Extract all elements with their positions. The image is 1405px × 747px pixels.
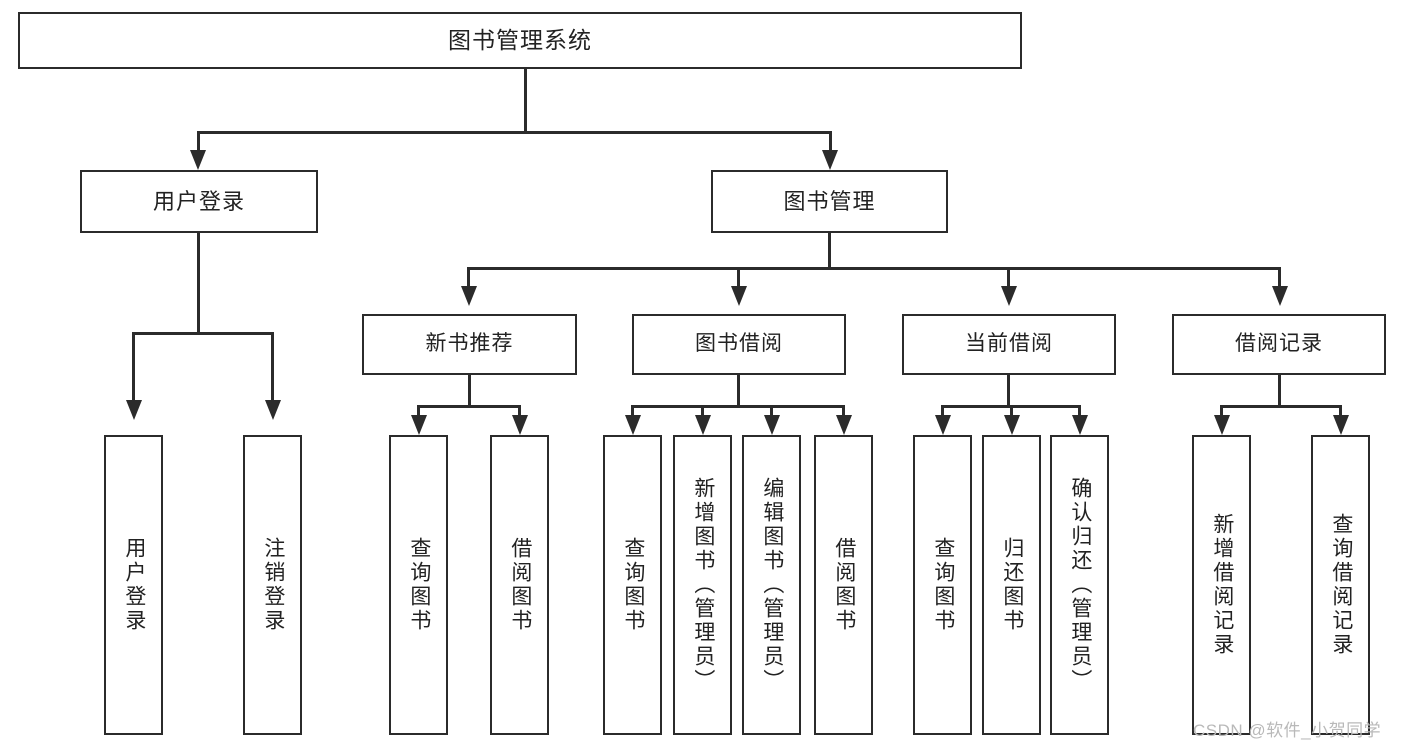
connector-borrow-record-stem [1278,375,1281,408]
connector-current-borrow-to-leaf-2 [1010,405,1013,421]
arrowhead-book-mgmt-new-book [461,286,477,306]
connector-book-mgmt-to-new-book [467,267,470,291]
connector-new-book-to-leaf-2 [518,405,521,421]
leaf-label: 注销登录 [261,537,285,633]
node-root-system[interactable]: 图书管理系统 [18,12,1022,69]
node-borrow-record[interactable]: 借阅记录 [1172,314,1386,375]
leaf-user-login-logout[interactable]: 注销登录 [243,435,302,735]
connector-book-mgmt-stem [828,233,831,270]
leaf-current-borrow-return[interactable]: 归还图书 [982,435,1041,735]
leaf-new-book-query[interactable]: 查询图书 [389,435,448,735]
connector-book-borrow-to-leaf-1 [631,405,634,421]
arrowhead-book-mgmt-current [1001,286,1017,306]
connector-root-to-user-login [197,131,200,156]
connector-book-borrow-stem [737,375,740,408]
connector-new-book-to-leaf-1 [417,405,420,421]
connector-borrow-record-bus [1220,405,1342,408]
connector-current-borrow-to-leaf-1 [941,405,944,421]
leaf-label: 编辑图书（管理员） [760,477,784,693]
connector-root-bus [197,131,831,134]
leaf-label: 用户登录 [122,537,146,633]
connector-user-login-to-leaf-1 [132,332,135,406]
leaf-current-borrow-confirm[interactable]: 确认归还（管理员） [1050,435,1109,735]
node-user-login[interactable]: 用户登录 [80,170,318,233]
leaf-label: 归还图书 [1000,537,1024,633]
leaf-label: 借阅图书 [832,537,856,633]
connector-book-borrow-to-leaf-3 [770,405,773,421]
connector-new-book-stem [468,375,471,408]
connector-current-borrow-stem [1007,375,1010,408]
leaf-book-borrow-edit[interactable]: 编辑图书（管理员） [742,435,801,735]
leaf-label: 确认归还（管理员） [1068,477,1092,693]
connector-user-login-bus [132,332,274,335]
connector-borrow-record-to-leaf-2 [1339,405,1342,421]
leaf-borrow-record-query[interactable]: 查询借阅记录 [1311,435,1370,735]
arrowhead-borrow-record-leaf-2 [1333,415,1349,435]
connector-borrow-record-to-leaf-1 [1220,405,1223,421]
leaf-label: 新增借阅记录 [1210,513,1234,657]
arrowhead-book-borrow-leaf-1 [625,415,641,435]
connector-user-login-to-leaf-2 [271,332,274,406]
arrowhead-current-borrow-leaf-2 [1004,415,1020,435]
arrowhead-book-borrow-leaf-2 [695,415,711,435]
arrowhead-book-mgmt-borrow [731,286,747,306]
leaf-label: 新增图书（管理员） [691,477,715,693]
leaf-label: 查询图书 [931,537,955,633]
connector-book-mgmt-bus [467,267,1281,270]
connector-current-borrow-to-leaf-3 [1078,405,1081,421]
arrowhead-borrow-record-leaf-1 [1214,415,1230,435]
leaf-label: 查询图书 [407,537,431,633]
leaf-book-borrow-add[interactable]: 新增图书（管理员） [673,435,732,735]
arrowhead-book-mgmt-record [1272,286,1288,306]
arrowhead-new-book-leaf-1 [411,415,427,435]
connector-root-stem [524,69,527,133]
leaf-current-borrow-query[interactable]: 查询图书 [913,435,972,735]
leaf-book-borrow-borrow[interactable]: 借阅图书 [814,435,873,735]
connector-root-to-book-mgmt [829,131,832,156]
connector-book-borrow-to-leaf-2 [701,405,704,421]
node-new-book-recommend[interactable]: 新书推荐 [362,314,577,375]
connector-book-borrow-bus [631,405,844,408]
connector-book-mgmt-to-borrow [737,267,740,291]
leaf-new-book-borrow[interactable]: 借阅图书 [490,435,549,735]
arrowhead-book-borrow-leaf-3 [764,415,780,435]
connector-book-mgmt-to-record [1278,267,1281,291]
node-book-borrow[interactable]: 图书借阅 [632,314,846,375]
leaf-user-login-login[interactable]: 用户登录 [104,435,163,735]
arrowhead-current-borrow-leaf-1 [935,415,951,435]
arrowhead-user-login-leaf-1 [126,400,142,420]
arrowhead-new-book-leaf-2 [512,415,528,435]
node-current-borrow[interactable]: 当前借阅 [902,314,1116,375]
leaf-label: 借阅图书 [508,537,532,633]
arrowhead-book-borrow-leaf-4 [836,415,852,435]
connector-new-book-bus [417,405,521,408]
leaf-book-borrow-query[interactable]: 查询图书 [603,435,662,735]
connector-book-mgmt-to-current [1007,267,1010,291]
node-book-management[interactable]: 图书管理 [711,170,948,233]
arrowhead-current-borrow-leaf-3 [1072,415,1088,435]
leaf-label: 查询图书 [621,537,645,633]
connector-user-login-stem [197,233,200,334]
arrowhead-root-to-book-mgmt [822,150,838,170]
leaf-borrow-record-add[interactable]: 新增借阅记录 [1192,435,1251,735]
arrowhead-user-login-leaf-2 [265,400,281,420]
leaf-label: 查询借阅记录 [1329,513,1353,657]
connector-book-borrow-to-leaf-4 [842,405,845,421]
arrowhead-root-to-user-login [190,150,206,170]
